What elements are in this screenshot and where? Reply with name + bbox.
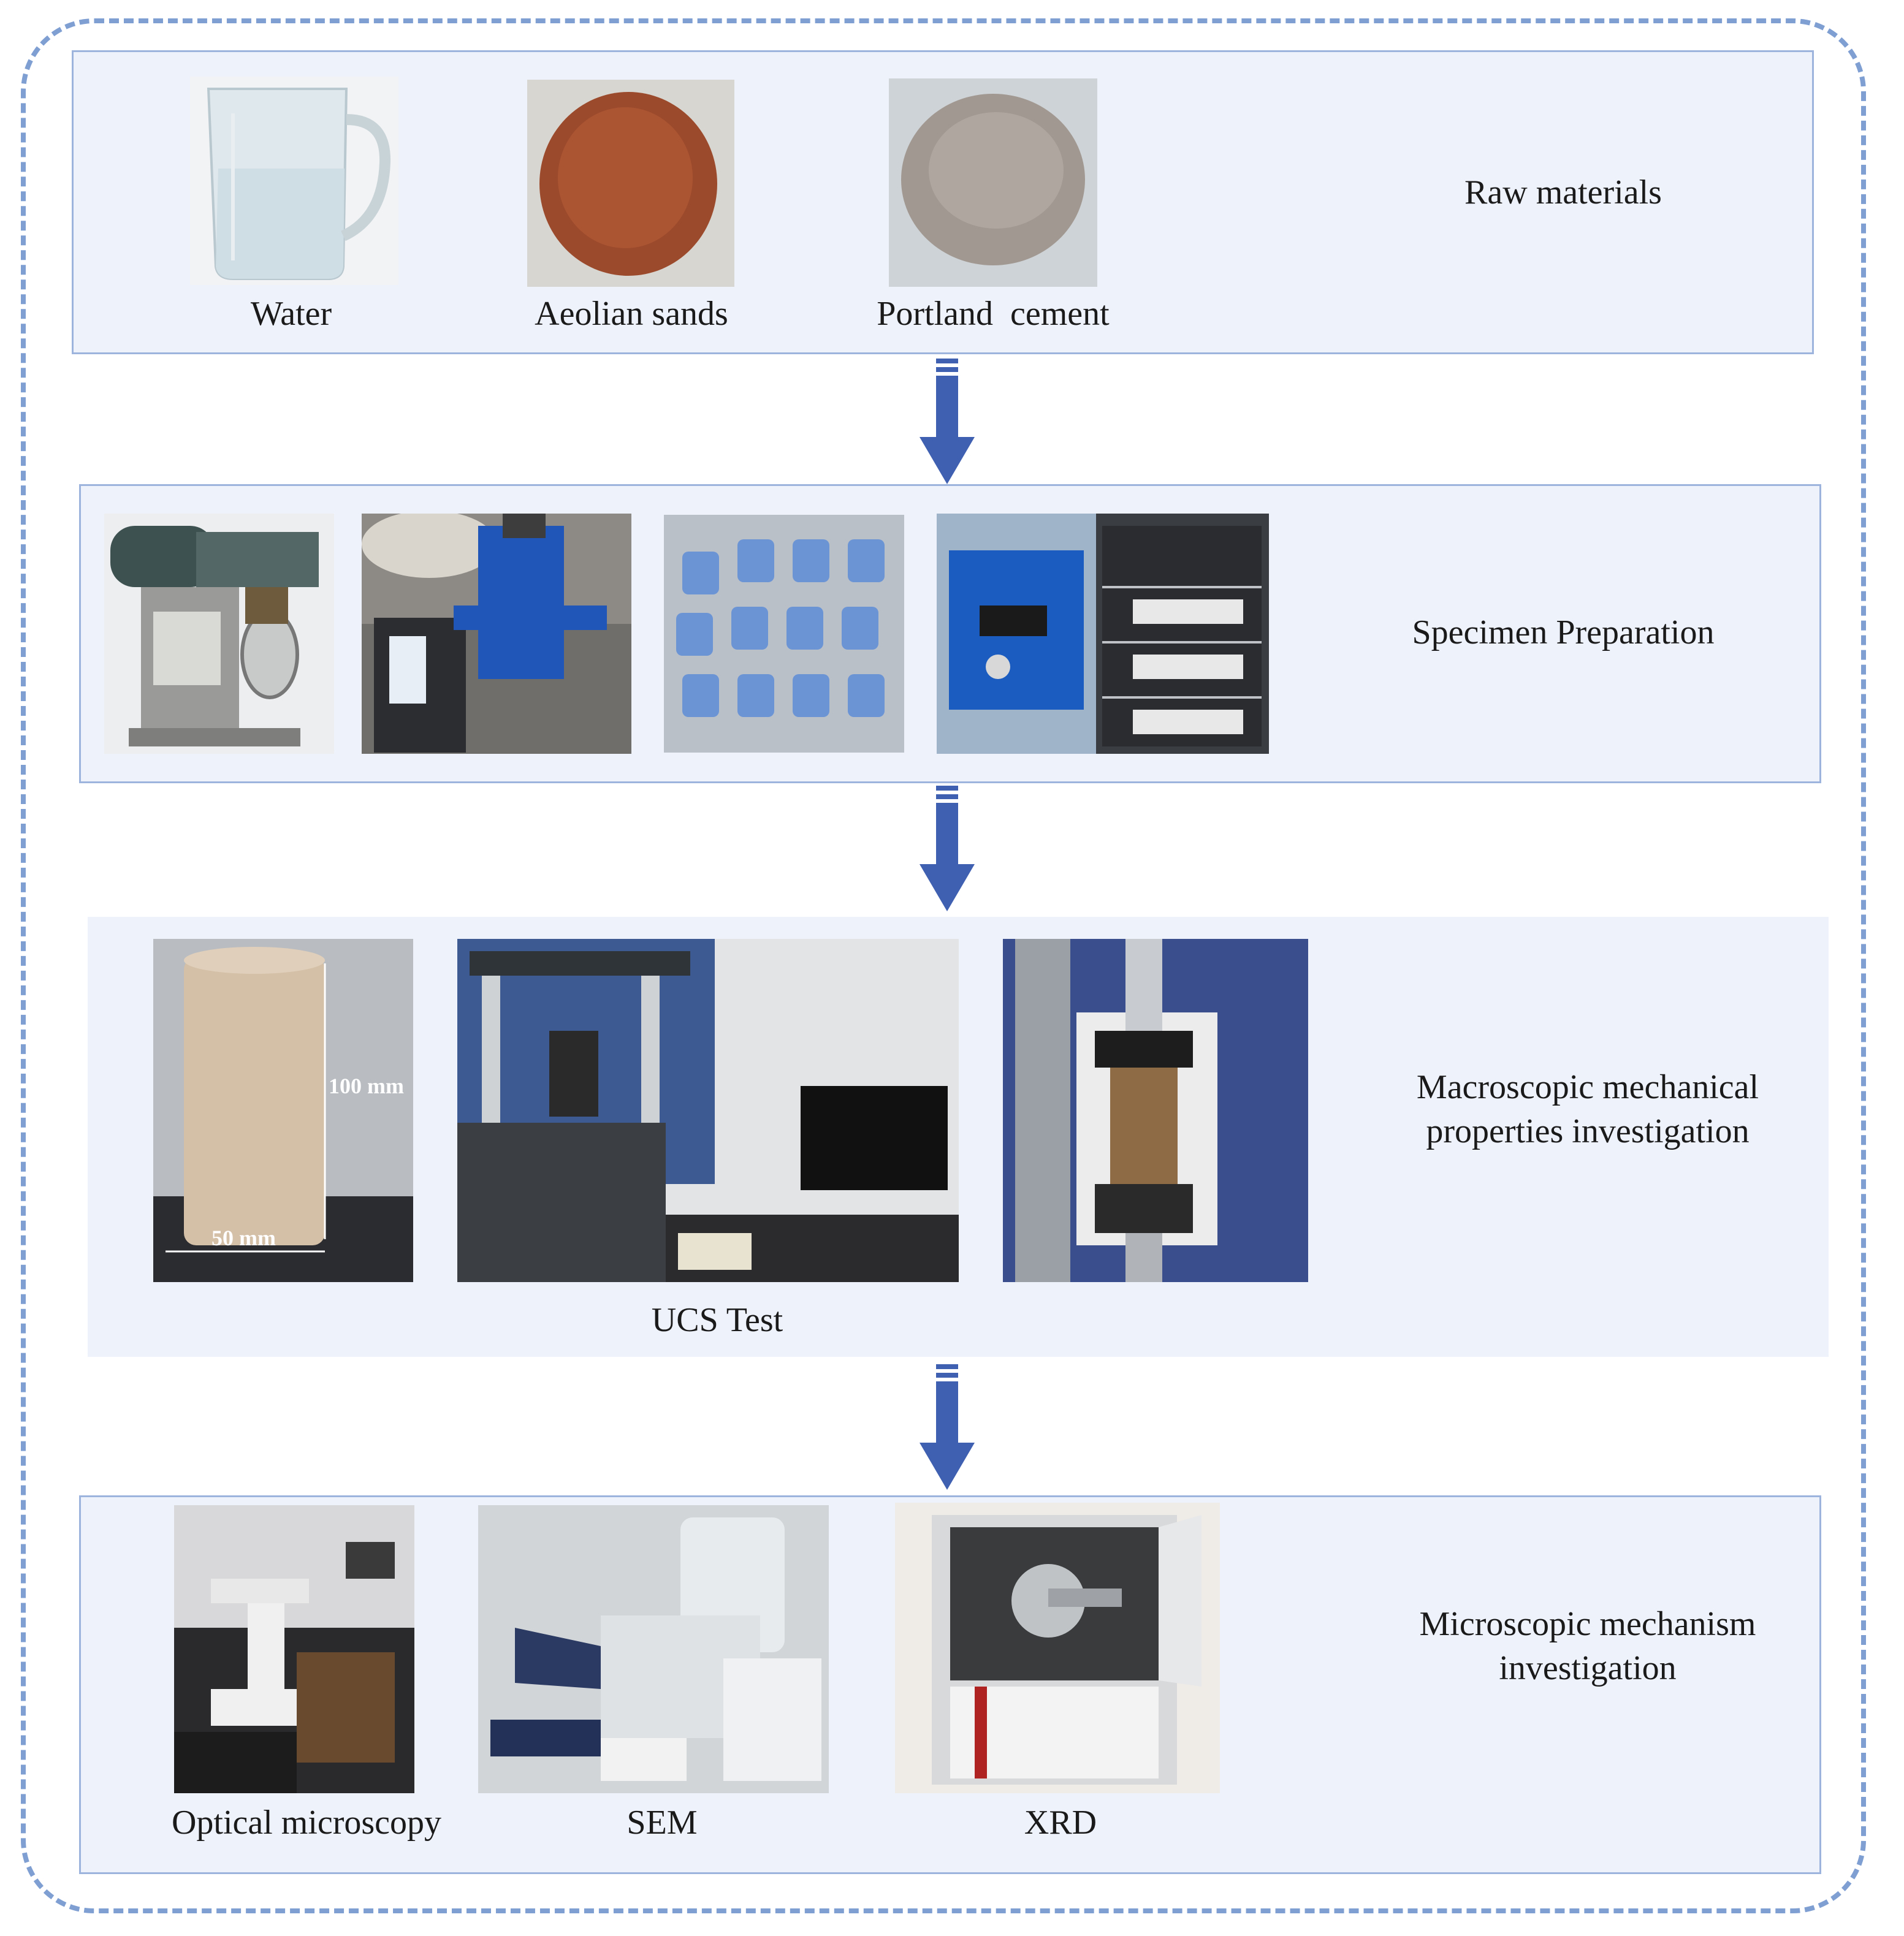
stage-title-macroscopic: Macroscopic mechanical properties invest… <box>1361 1065 1815 1153</box>
down-arrow-icon <box>920 359 975 487</box>
down-arrow-icon <box>920 1364 975 1493</box>
dashed-outline <box>21 18 1866 1913</box>
caption-aeolian-sands: Aeolian sands <box>535 295 728 333</box>
photo-mortar-mixer <box>104 514 334 754</box>
dimension-label-diameter: 50 mm <box>211 1226 276 1250</box>
photo-specimen-mold-press <box>362 514 631 754</box>
photo-portland-cement <box>889 78 1097 287</box>
dimension-label-height: 100 mm <box>329 1074 404 1098</box>
stage-title-raw-materials: Raw materials <box>1464 173 1662 211</box>
stage-title-specimen-preparation: Specimen Preparation <box>1412 613 1715 651</box>
photo-loading-setup <box>1003 939 1308 1282</box>
photo-xrd-instrument <box>895 1503 1220 1793</box>
caption-ucs-test: UCS Test <box>651 1301 783 1339</box>
photo-cylindrical-specimen: 100 mm 50 mm <box>153 939 413 1282</box>
down-arrow-icon <box>920 786 975 914</box>
photo-wrapped-specimens <box>664 515 904 753</box>
stage-title-macroscopic-line2: properties investigation <box>1426 1112 1750 1150</box>
photo-optical-microscope <box>174 1505 414 1793</box>
photo-water-beaker <box>190 77 398 285</box>
caption-sem: SEM <box>626 1804 698 1842</box>
stage-title-microscopic: Microscopic mechanism investigation <box>1361 1602 1815 1690</box>
stage-title-microscopic-line2: investigation <box>1499 1649 1677 1687</box>
photo-aeolian-sands <box>527 80 734 287</box>
photo-sem-instrument <box>478 1505 829 1793</box>
caption-portland-cement: Portland cement <box>877 295 1110 333</box>
stage-title-macroscopic-line1: Macroscopic mechanical <box>1416 1068 1759 1106</box>
caption-optical-microscopy: Optical microscopy <box>171 1804 442 1842</box>
photo-ucs-testing-machine <box>457 939 959 1282</box>
caption-xrd: XRD <box>1024 1804 1097 1842</box>
stage-title-microscopic-line1: Microscopic mechanism <box>1419 1605 1756 1643</box>
caption-water: Water <box>250 295 332 333</box>
photo-curing-chamber <box>937 514 1269 754</box>
